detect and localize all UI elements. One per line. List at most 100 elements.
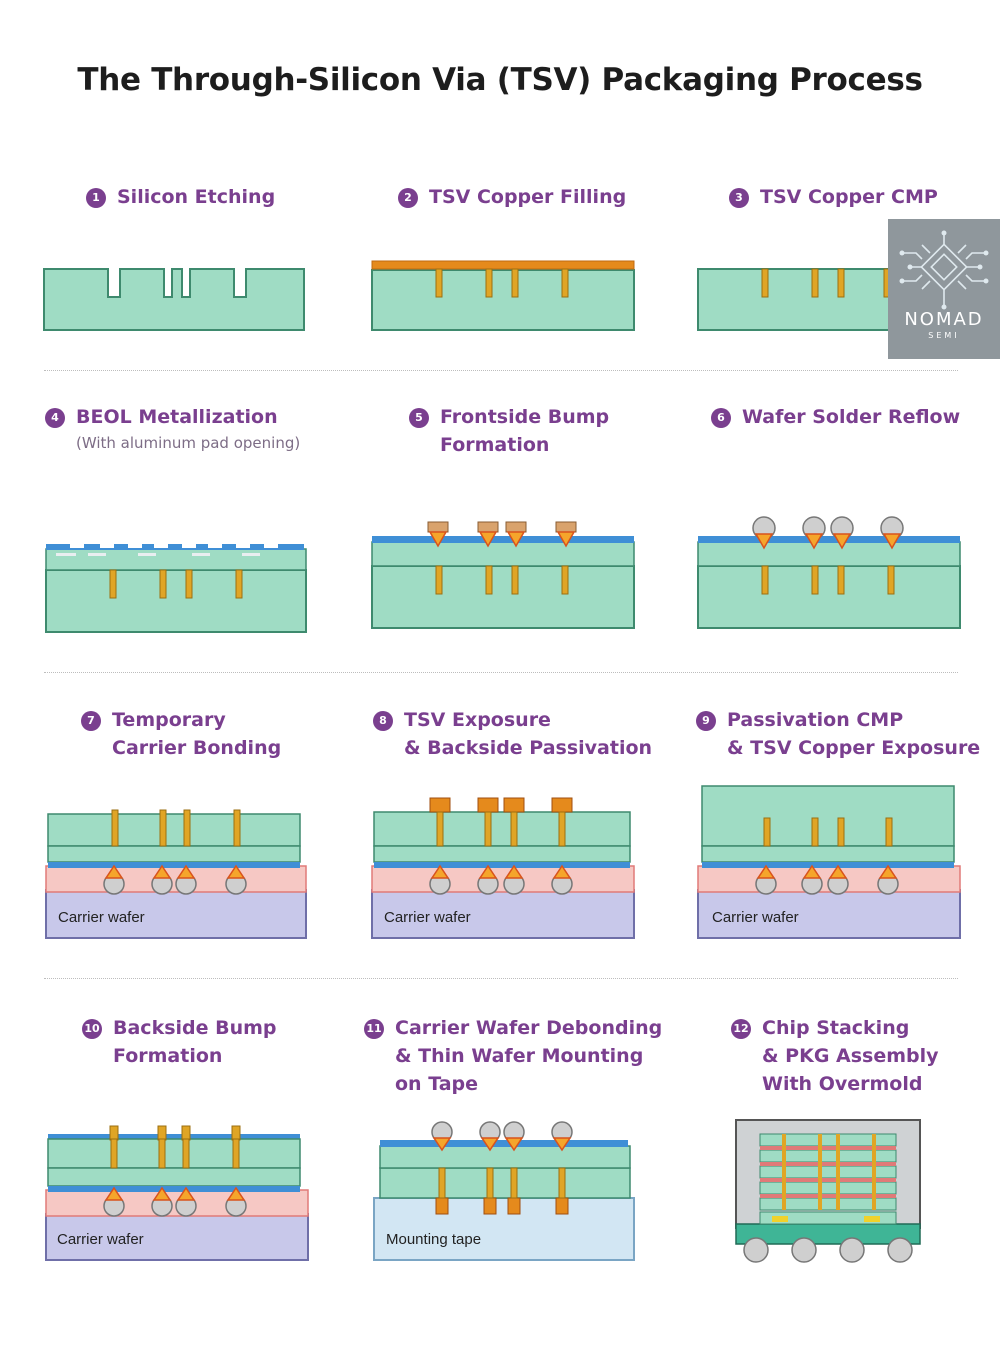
step-number-badge: 7 bbox=[81, 711, 101, 731]
diagram-temporary-carrier-bonding: Carrier wafer bbox=[45, 809, 307, 939]
row-divider bbox=[44, 370, 958, 371]
silicon-substrate bbox=[47, 1138, 301, 1169]
step-title-line2: & Thin Wafer Mounting bbox=[395, 1045, 644, 1067]
carrier-wafer bbox=[45, 1213, 309, 1261]
carrier-wafer-label: Carrier wafer bbox=[58, 909, 145, 926]
copper-via bbox=[435, 565, 443, 595]
diagram-beol-metallization bbox=[45, 543, 307, 633]
copper-via bbox=[511, 268, 519, 298]
solder-balls bbox=[431, 1121, 573, 1152]
step-title: Temporary bbox=[112, 709, 226, 731]
step-title: Backside Bump bbox=[113, 1017, 277, 1039]
solder-bumps bbox=[103, 1186, 247, 1217]
step-number-badge: 12 bbox=[731, 1019, 751, 1039]
step-title: TSV Copper CMP bbox=[760, 186, 938, 208]
diagram-backside-bump-formation: Carrier wafer bbox=[45, 1125, 309, 1261]
stacked-dies bbox=[759, 1133, 897, 1211]
step-title-line2: & Backside Passivation bbox=[404, 737, 653, 759]
nomad-semi-logo: NOMAD SEMI bbox=[888, 219, 1000, 359]
step-number-badge: 11 bbox=[364, 1019, 384, 1039]
copper-via bbox=[811, 817, 819, 847]
micro-bumps bbox=[772, 1216, 880, 1222]
copper-via bbox=[159, 569, 167, 599]
step-number-badge: 4 bbox=[45, 408, 65, 428]
copper-via bbox=[561, 268, 569, 298]
passivation-layer bbox=[698, 536, 960, 543]
stacked-tsvs bbox=[782, 1134, 876, 1210]
beol-layer bbox=[47, 845, 301, 863]
solder-balls bbox=[752, 516, 904, 550]
copper-via bbox=[837, 817, 845, 847]
copper-via bbox=[111, 809, 119, 847]
copper-via bbox=[182, 1138, 190, 1169]
step-title-line2: Formation bbox=[113, 1045, 223, 1067]
step-number-badge: 8 bbox=[373, 711, 393, 731]
silicon-substrate bbox=[697, 268, 888, 331]
copper-via bbox=[183, 809, 191, 847]
package-solder-balls bbox=[743, 1237, 913, 1263]
carrier-wafer bbox=[697, 889, 961, 939]
copper-overburden bbox=[371, 260, 635, 270]
mounting-tape-label: Mounting tape bbox=[386, 1231, 481, 1248]
copper-via bbox=[510, 1167, 518, 1199]
logic-die bbox=[759, 1211, 897, 1225]
copper-via bbox=[811, 268, 819, 298]
step-number-badge: 1 bbox=[86, 188, 106, 208]
step-title-line3: on Tape bbox=[395, 1073, 479, 1095]
step-title: TSV Exposure bbox=[404, 709, 551, 731]
step-title: BEOL Metallization bbox=[76, 406, 278, 428]
copper-via bbox=[109, 569, 117, 599]
copper-via bbox=[511, 565, 519, 595]
silicon-substrate bbox=[379, 1167, 631, 1199]
beol-layer bbox=[697, 541, 961, 567]
copper-via bbox=[436, 811, 444, 847]
copper-via bbox=[837, 565, 845, 595]
step-title: TSV Copper Filling bbox=[429, 186, 627, 208]
diagram-chip-stacking-package bbox=[735, 1119, 921, 1263]
copper-via bbox=[485, 565, 493, 595]
step-number-badge: 6 bbox=[711, 408, 731, 428]
beol-layer bbox=[47, 1167, 301, 1187]
bonding-layer bbox=[371, 865, 635, 893]
exposed-tsv-tips bbox=[429, 797, 573, 813]
diagram-frontside-bump-formation bbox=[371, 521, 635, 629]
copper-via bbox=[561, 565, 569, 595]
solder-bumps bbox=[755, 864, 899, 895]
mounting-tape bbox=[373, 1197, 635, 1261]
copper-via bbox=[510, 811, 518, 847]
carrier-wafer-label: Carrier wafer bbox=[57, 1231, 144, 1248]
silicon-substrate bbox=[373, 811, 631, 847]
diagram-tsv-copper-cmp bbox=[697, 268, 888, 331]
copper-via bbox=[438, 1167, 446, 1199]
step-title: Silicon Etching bbox=[117, 186, 276, 208]
beol-layer bbox=[373, 845, 631, 863]
copper-via bbox=[435, 268, 443, 298]
copper-via bbox=[158, 1138, 166, 1169]
step-number-badge: 9 bbox=[696, 711, 716, 731]
copper-via bbox=[110, 1138, 118, 1169]
copper-via bbox=[761, 268, 769, 298]
inter-die-bonds bbox=[760, 1146, 896, 1198]
step-title: Passivation CMP bbox=[727, 709, 904, 731]
passivation-layer bbox=[372, 536, 634, 543]
silicon-substrate bbox=[371, 565, 635, 629]
diagram-passivation-cmp: Carrier wafer bbox=[697, 785, 961, 939]
diagram-silicon-etching bbox=[43, 268, 305, 331]
beol-layer bbox=[701, 845, 955, 863]
passivation-layer bbox=[374, 862, 630, 868]
copper-via bbox=[484, 811, 492, 847]
step-number-badge: 5 bbox=[409, 408, 429, 428]
step-number-badge: 10 bbox=[82, 1019, 102, 1039]
copper-via bbox=[233, 809, 241, 847]
step-title: Frontside Bump bbox=[440, 406, 610, 428]
passivation-layer bbox=[702, 862, 954, 868]
metal-lines bbox=[56, 553, 260, 556]
step-title-line2: & PKG Assembly bbox=[762, 1045, 939, 1067]
passivation-layer bbox=[380, 1140, 628, 1147]
passivation-layer bbox=[48, 1186, 300, 1192]
copper-via bbox=[485, 268, 493, 298]
step-title: Wafer Solder Reflow bbox=[742, 406, 961, 428]
copper-pillar-bumps bbox=[427, 521, 577, 548]
diagram-tsv-exposure-backside-passivation: Carrier wafer bbox=[371, 797, 635, 939]
step-title: Chip Stacking bbox=[762, 1017, 910, 1039]
